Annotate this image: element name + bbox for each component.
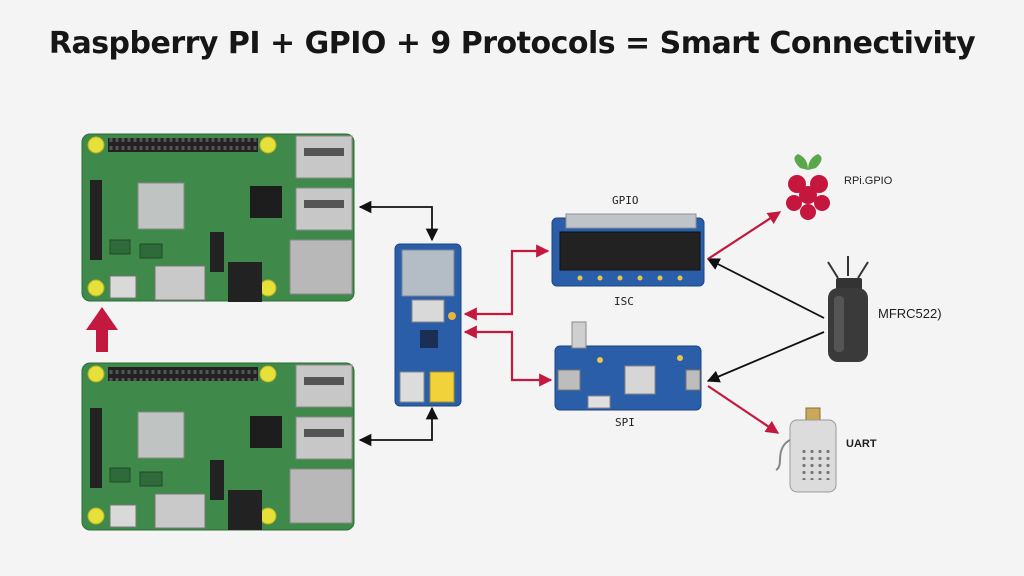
up-arrow-icon — [86, 307, 118, 352]
adapter-module — [394, 243, 462, 407]
isc-label: ISC — [614, 295, 634, 308]
raspberry-logo-icon — [786, 154, 830, 220]
diagram-title: Raspberry PI + GPIO + 9 Protocols = Smar… — [48, 26, 976, 61]
connection-arrows-black — [358, 200, 825, 447]
raspberry-pi-board-top — [81, 133, 355, 302]
spi-module — [554, 321, 702, 411]
mfrc522-label: MFRC522) — [878, 306, 942, 321]
uart-module-icon — [775, 407, 837, 493]
connection-arrows-red — [463, 211, 782, 434]
uart-label: UART — [846, 438, 877, 450]
gpio-label: GPIO — [612, 194, 639, 207]
rpi-gpio-label: RPi.GPIO — [844, 175, 893, 187]
raspberry-pi-board-bottom — [81, 362, 355, 531]
spi-label: SPI — [615, 416, 635, 429]
rfid-reader-icon — [827, 256, 869, 362]
gpio-module — [551, 213, 705, 287]
